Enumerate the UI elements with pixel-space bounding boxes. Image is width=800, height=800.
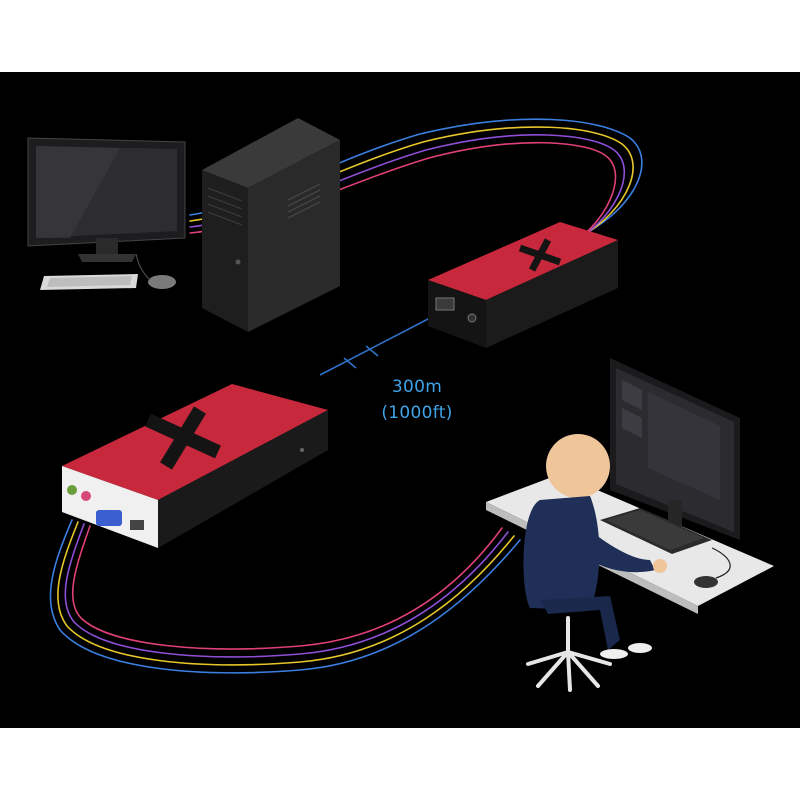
remote-monitor-window-b (622, 408, 642, 438)
user-legs (540, 596, 620, 650)
remote-keyboard-keys (606, 510, 704, 550)
extension-link (319, 317, 431, 376)
source-mouse-cord (135, 253, 151, 281)
chair-leg-a (536, 650, 570, 688)
transmitter-x-logo (145, 406, 221, 470)
transmitter-vga-port (96, 510, 122, 526)
source-keyboard-keys (47, 276, 132, 287)
cable-pink-lower (71, 525, 503, 650)
tower-top (202, 118, 340, 188)
chair-leg-d (526, 650, 570, 666)
receiver-unit (428, 222, 618, 348)
transmitter-unit (62, 384, 328, 548)
receiver-x-logo (518, 238, 562, 272)
receiver-side (486, 240, 618, 348)
user-shoe-right (628, 643, 652, 653)
chair-leg-c (566, 650, 572, 692)
tower-side (248, 140, 340, 332)
user-arm (572, 520, 655, 573)
transmitter-led (300, 448, 304, 452)
tower-front (202, 170, 248, 332)
remote-monitor-window-c (648, 392, 720, 500)
source-monitor (27, 137, 186, 262)
distance-label-meters: 300m (391, 377, 443, 397)
link-break-left (343, 357, 357, 369)
remote-monitor-window-a (622, 380, 642, 410)
tower-drive-bays (207, 187, 243, 226)
link-line (319, 317, 431, 376)
transmitter-audio-green (67, 485, 77, 495)
cable-purple-lower (64, 523, 509, 658)
office-chair (526, 616, 612, 692)
computer-tower (202, 118, 340, 332)
source-monitor-neck (96, 238, 118, 254)
chair-leg-b (566, 650, 600, 688)
remote-mouse (694, 576, 718, 588)
source-mouse (148, 275, 176, 289)
remote-keyboard (600, 508, 712, 554)
receiver-power-jack (467, 313, 477, 323)
remote-monitor (610, 358, 740, 540)
transmitter-audio-pink (81, 491, 91, 501)
remote-mouse-cord (711, 547, 731, 579)
transmitter-side (158, 410, 328, 548)
user-hand (653, 559, 667, 573)
cable-yellow-lower (57, 521, 515, 666)
source-monitor-base (78, 254, 136, 262)
tower-vent (287, 183, 321, 219)
chair-leg-e (566, 650, 612, 666)
tower-power-button (235, 259, 241, 265)
source-monitor-glare (36, 146, 120, 238)
receiver-front (428, 280, 486, 348)
receiver-port (435, 297, 455, 311)
cable-blue-lower (49, 519, 521, 674)
receiver-top (428, 222, 618, 300)
user-shoe-left (600, 649, 628, 659)
source-keyboard (40, 274, 138, 290)
link-break-right (365, 345, 379, 357)
distance-label-feet: (1000ft) (381, 403, 453, 423)
seated-user (523, 434, 667, 659)
transmitter-usb-port (130, 520, 144, 530)
user-head (546, 434, 610, 498)
